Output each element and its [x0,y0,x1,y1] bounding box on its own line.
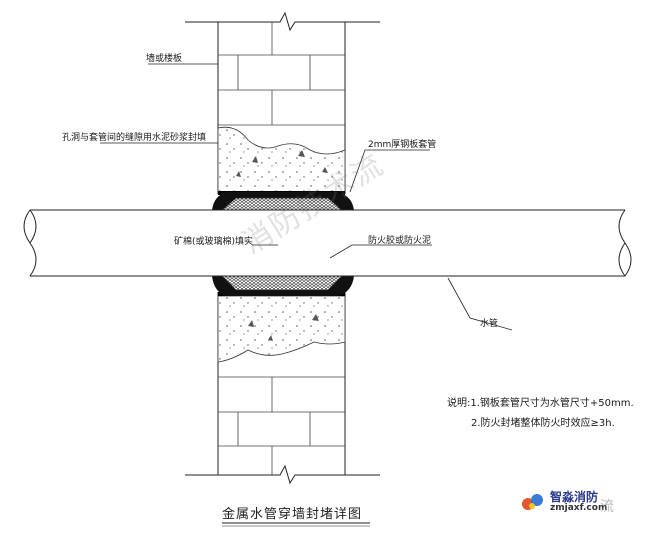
leader-lines [100,63,513,331]
brick-courses-top [218,22,345,126]
note-line-1: 说明:1.钢板套管尺寸为水管尺寸+50mm. [447,398,634,409]
title-underline [222,522,370,527]
mineral-wool-bottom [221,275,343,291]
fire-sealant-top [212,192,354,210]
brick-courses-bottom [218,376,345,475]
gap-fill-label: 孔洞与套管间的缝隙用水泥砂浆封填 [62,133,207,143]
brand-logo-icon [522,494,543,510]
brand-url: zmjaxf.com [550,503,608,513]
water-pipe [23,209,632,277]
wall-label: 墙或楼板 [146,54,183,64]
brand-watermark-suffix: 流 [600,499,614,515]
sleeve-label: 2mm厚钢板套管 [368,140,437,150]
drawing-title: 金属水管穿墙封堵详图 [222,507,363,522]
note-line-2: 2.防火封堵整体防火时效应≥3h. [471,418,615,429]
mortar-triangles-top [236,150,328,177]
mineral-wool-label: 矿棉(或玻璃棉)填实 [174,237,254,247]
mortar-fill-bottom [217,295,346,363]
fire-sealant-label: 防火胶或防火泥 [368,236,432,246]
fire-sealant-bottom [212,276,354,296]
mortar-triangles-bottom [248,314,319,341]
mortar-fill-top [217,126,346,193]
brand-name: 智淼消防 [550,490,599,504]
water-pipe-label: 水管 [480,319,499,329]
wall [185,11,380,485]
